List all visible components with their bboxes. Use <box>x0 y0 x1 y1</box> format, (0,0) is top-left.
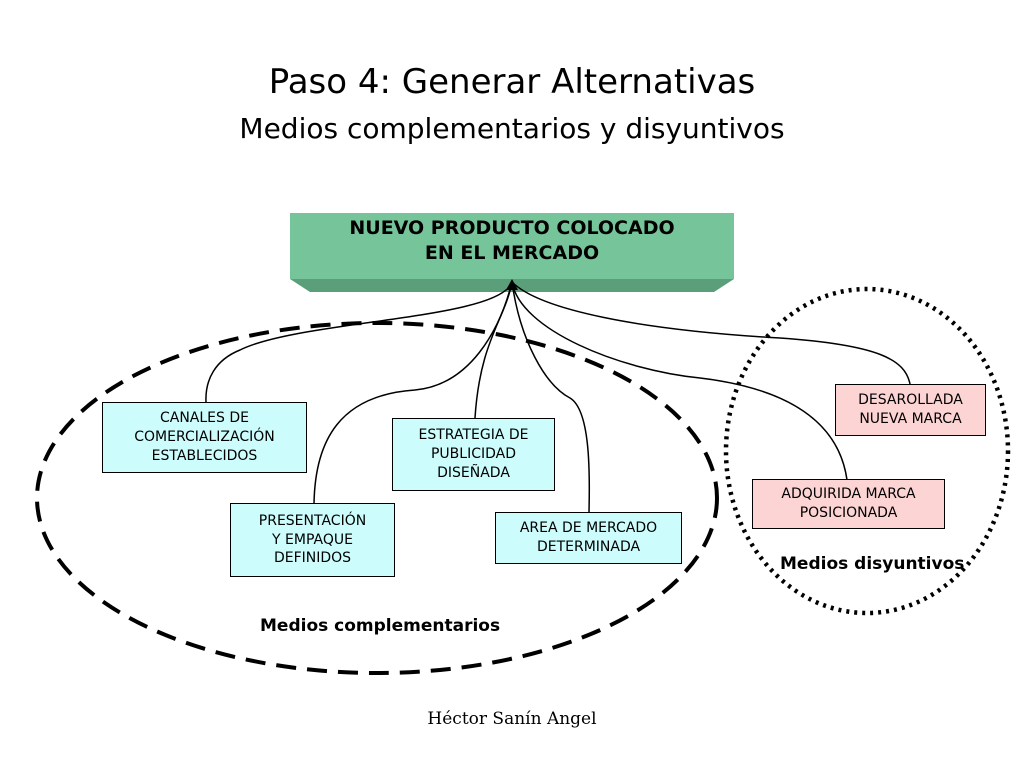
node-desarollada-marca: DESAROLLADA NUEVA MARCA <box>835 384 986 436</box>
node-canales-label: CANALES DE COMERCIALIZACIÓN ESTABLECIDOS <box>134 410 275 464</box>
connector-estrategia <box>474 281 513 419</box>
slide-subtitle: Medios complementarios y disyuntivos <box>239 112 785 145</box>
node-adquirida-label: ADQUIRIDA MARCA POSICIONADA <box>781 486 916 521</box>
connector-area <box>511 281 591 513</box>
connector-arrowhead <box>506 279 518 290</box>
root-node-box: NUEVO PRODUCTO COLOCADO EN EL MERCADO <box>290 213 734 279</box>
slide-title: Paso 4: Generar Alternativas <box>268 62 756 102</box>
node-estrategia-label: ESTRATEGIA DE PUBLICIDAD DISEÑADA <box>418 427 529 481</box>
connector-presentacion <box>313 281 513 505</box>
author-footer: Héctor Sanín Angel <box>427 709 597 729</box>
disjunctive-group-label: Medios disyuntivos <box>780 554 965 574</box>
disjunctive-group-ellipse <box>723 286 1011 616</box>
complementary-group-label: Medios complementarios <box>260 616 501 636</box>
node-adquirida-marca: ADQUIRIDA MARCA POSICIONADA <box>752 479 945 529</box>
node-area-label: AREA DE MERCADO DETERMINADA <box>519 520 658 555</box>
node-desarollada-label: DESAROLLADA NUEVA MARCA <box>858 392 963 427</box>
root-node-label: NUEVO PRODUCTO COLOCADO EN EL MERCADO <box>349 217 675 264</box>
connector-adquirida <box>511 281 848 481</box>
node-canales-comercializacion: CANALES DE COMERCIALIZACIÓN ESTABLECIDOS <box>102 402 307 473</box>
node-estrategia-publicidad: ESTRATEGIA DE PUBLICIDAD DISEÑADA <box>392 418 555 491</box>
connector-canales <box>205 281 513 403</box>
connector-desarollada <box>511 281 911 385</box>
node-presentacion-label: PRESENTACIÓN Y EMPAQUE DEFINIDOS <box>258 512 367 567</box>
complementary-group-ellipse <box>35 321 719 675</box>
node-presentacion-empaque: PRESENTACIÓN Y EMPAQUE DEFINIDOS <box>230 503 395 577</box>
node-area-mercado: AREA DE MERCADO DETERMINADA <box>495 512 682 564</box>
